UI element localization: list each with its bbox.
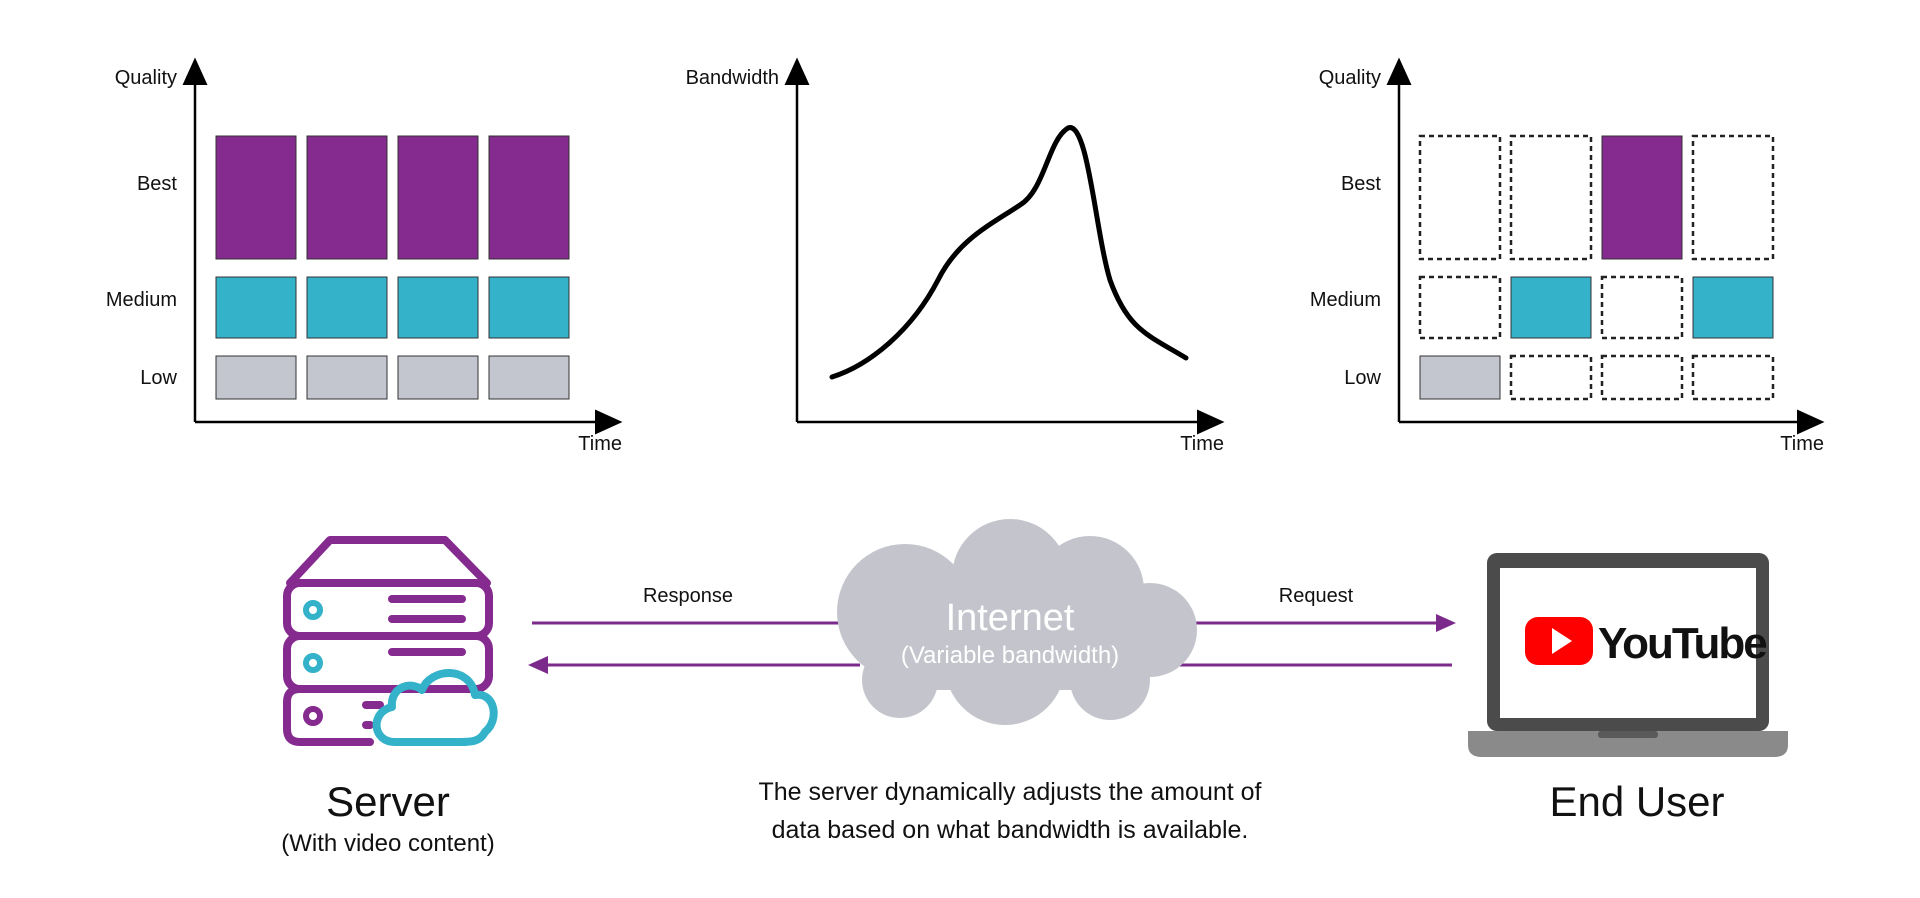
x-axis-label: Time bbox=[1180, 433, 1224, 455]
y-axis-label: Bandwidth bbox=[686, 67, 779, 89]
y-axis-label: Quality bbox=[1319, 67, 1381, 89]
server-led bbox=[303, 706, 323, 726]
play-icon bbox=[1552, 628, 1572, 654]
server-subtitle: (With video content) bbox=[281, 830, 494, 857]
quality-blocks bbox=[1418, 134, 1775, 401]
quality-block-best-col-3 bbox=[397, 135, 479, 260]
caption-line-1: The server dynamically adjusts the amoun… bbox=[758, 778, 1261, 806]
quality-chart-constant: Quality Time Best Medium Low bbox=[106, 57, 623, 455]
quality-block-best-col-2 bbox=[1509, 134, 1593, 261]
level-label-medium: Medium bbox=[106, 289, 177, 311]
bandwidth-chart: Bandwidth Time bbox=[686, 57, 1225, 455]
laptop-notch bbox=[1598, 731, 1658, 738]
response-label: Response bbox=[643, 585, 733, 607]
response-arrow-head bbox=[528, 656, 548, 674]
end-user-title: End User bbox=[1549, 778, 1724, 825]
quality-block-best-col-2 bbox=[306, 135, 388, 260]
quality-block-medium-col-2 bbox=[306, 276, 388, 339]
quality-block-low-col-4 bbox=[488, 355, 570, 400]
internet-cloud bbox=[837, 519, 1197, 725]
server-top-trapezoid bbox=[286, 536, 491, 587]
quality-block-best-col-3 bbox=[1601, 135, 1683, 260]
level-label-best: Best bbox=[1341, 173, 1381, 195]
youtube-logo: YouTube bbox=[1525, 617, 1768, 668]
level-label-low: Low bbox=[1344, 367, 1381, 389]
quality-block-best-col-4 bbox=[1691, 134, 1775, 261]
server-led bbox=[303, 653, 323, 673]
quality-block-low-col-4 bbox=[1691, 354, 1775, 401]
bandwidth-curve bbox=[829, 125, 1189, 380]
flow-arrows bbox=[528, 614, 1456, 674]
server-unit-3 bbox=[283, 685, 374, 746]
quality-block-medium-col-1 bbox=[215, 276, 297, 339]
y-axis-label: Quality bbox=[115, 67, 177, 89]
quality-block-low-col-2 bbox=[1509, 354, 1593, 401]
cloud-title: Internet bbox=[946, 597, 1075, 639]
level-label-best: Best bbox=[137, 173, 177, 195]
quality-block-medium-col-4 bbox=[488, 276, 570, 339]
quality-block-medium-col-3 bbox=[397, 276, 479, 339]
quality-block-medium-col-3 bbox=[1600, 275, 1684, 340]
quality-block-medium-col-4 bbox=[1692, 276, 1774, 339]
laptop-icon: YouTube bbox=[1468, 553, 1788, 757]
quality-block-medium-col-2 bbox=[1510, 276, 1592, 339]
cloud-icon bbox=[372, 669, 498, 746]
quality-block-medium-col-1 bbox=[1418, 275, 1502, 340]
server-led bbox=[303, 600, 323, 620]
youtube-wordmark: YouTube bbox=[1598, 619, 1766, 668]
level-label-low: Low bbox=[140, 367, 177, 389]
quality-block-best-col-1 bbox=[1418, 134, 1502, 261]
caption-line-2: data based on what bandwidth is availabl… bbox=[772, 816, 1249, 844]
quality-block-low-col-3 bbox=[1600, 354, 1684, 401]
x-axis-label: Time bbox=[1780, 433, 1824, 455]
quality-chart-adaptive: Quality Time Best Medium Low bbox=[1310, 57, 1825, 455]
quality-block-low-col-2 bbox=[306, 355, 388, 400]
quality-block-low-col-3 bbox=[397, 355, 479, 400]
quality-block-low-col-1 bbox=[215, 355, 297, 400]
quality-block-low-col-1 bbox=[1419, 355, 1501, 400]
request-arrow-head bbox=[1436, 614, 1456, 632]
request-label: Request bbox=[1279, 585, 1354, 607]
cloud-subtitle: (Variable bandwidth) bbox=[901, 642, 1119, 669]
server-title: Server bbox=[326, 778, 450, 825]
server-icon bbox=[283, 536, 498, 746]
quality-blocks bbox=[215, 135, 570, 400]
quality-block-best-col-1 bbox=[215, 135, 297, 260]
server-unit-2 bbox=[283, 632, 493, 693]
level-label-medium: Medium bbox=[1310, 289, 1381, 311]
quality-block-best-col-4 bbox=[488, 135, 570, 260]
laptop-base bbox=[1468, 731, 1788, 757]
x-axis-label: Time bbox=[578, 433, 622, 455]
